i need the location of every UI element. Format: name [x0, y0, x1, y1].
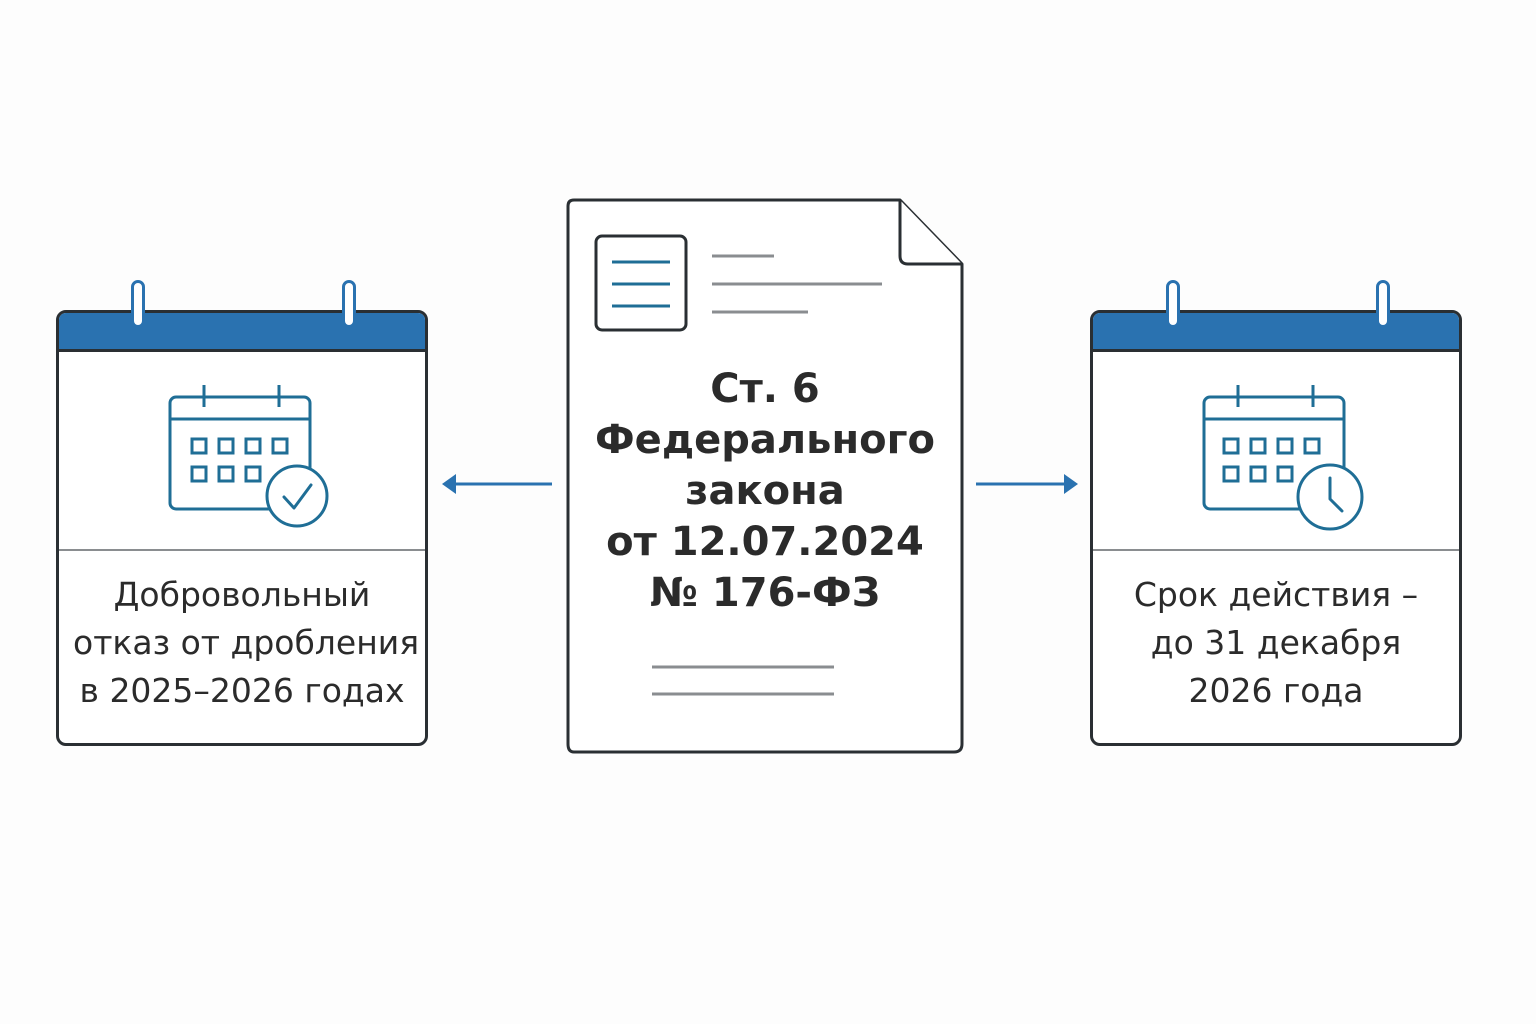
card-text-line: 2026 года: [1188, 671, 1364, 710]
calendar-clock-icon: [1202, 385, 1364, 531]
law-reference-line: № 176-ФЗ: [649, 570, 881, 616]
calendar-check-icon: [168, 385, 329, 528]
card-header-band: [59, 313, 425, 352]
validity-period-text: Срок действия – до 31 декабря 2026 года: [1107, 571, 1445, 715]
card-divider: [59, 549, 425, 551]
card-text-line: до 31 декабря: [1150, 623, 1402, 662]
law-reference-line: Федерального: [595, 417, 935, 463]
calendar-ring: [342, 280, 356, 328]
law-reference-line: от 12.07.2024: [606, 519, 924, 565]
calendar-ring: [1166, 280, 1180, 328]
law-reference-title: Ст. 6 Федерального закона от 12.07.2024 …: [566, 364, 964, 619]
law-reference-line: закона: [685, 468, 845, 514]
card-divider: [1093, 549, 1459, 551]
calendar-ring: [131, 280, 145, 328]
law-reference-line: Ст. 6: [710, 366, 820, 412]
card-text-line: Срок действия –: [1133, 575, 1419, 614]
voluntary-refusal-text: Добровольный отказ от дробления в 2025–2…: [73, 571, 420, 715]
arrow-right-icon: [976, 474, 1078, 494]
document-icon: [566, 198, 964, 754]
voluntary-refusal-card: Добровольный отказ от дробления в 2025–2…: [56, 310, 428, 746]
validity-period-card: Срок действия – до 31 декабря 2026 года: [1090, 310, 1462, 746]
card-text-line: Добровольный: [113, 575, 371, 614]
card-header-band: [1093, 313, 1459, 352]
calendar-ring: [1376, 280, 1390, 328]
card-text-line: отказ от дробления: [73, 623, 420, 662]
arrow-left-icon: [442, 474, 552, 494]
card-text-line: в 2025–2026 годах: [79, 671, 405, 710]
